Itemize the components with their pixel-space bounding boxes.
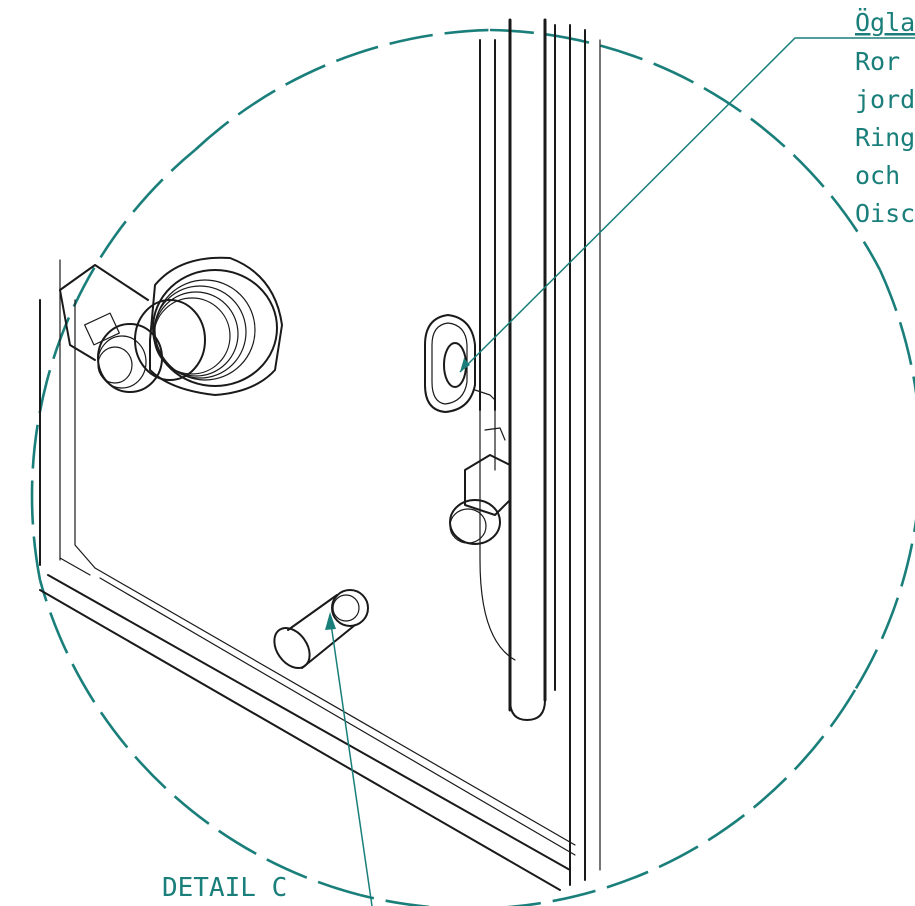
pin xyxy=(273,589,369,669)
callout-line-1: Ögla xyxy=(855,8,915,37)
eyelet-lug xyxy=(424,314,496,413)
detail-border xyxy=(30,28,915,906)
panel-frame xyxy=(39,18,601,891)
callout-line-4: Ring xyxy=(855,123,915,152)
callout-line-5: och xyxy=(855,161,900,190)
callout-line-2: Ror xyxy=(855,47,900,76)
callout-top-text: Ögla Ror jord Ring och Oisc xyxy=(855,8,915,228)
detail-label: DETAIL C xyxy=(162,873,287,903)
cam-lock xyxy=(59,256,283,396)
stud-nut xyxy=(449,427,511,545)
leader-lines xyxy=(325,37,915,906)
callout-line-6: Oisc xyxy=(855,199,915,228)
callout-line-3: jord xyxy=(855,85,915,114)
